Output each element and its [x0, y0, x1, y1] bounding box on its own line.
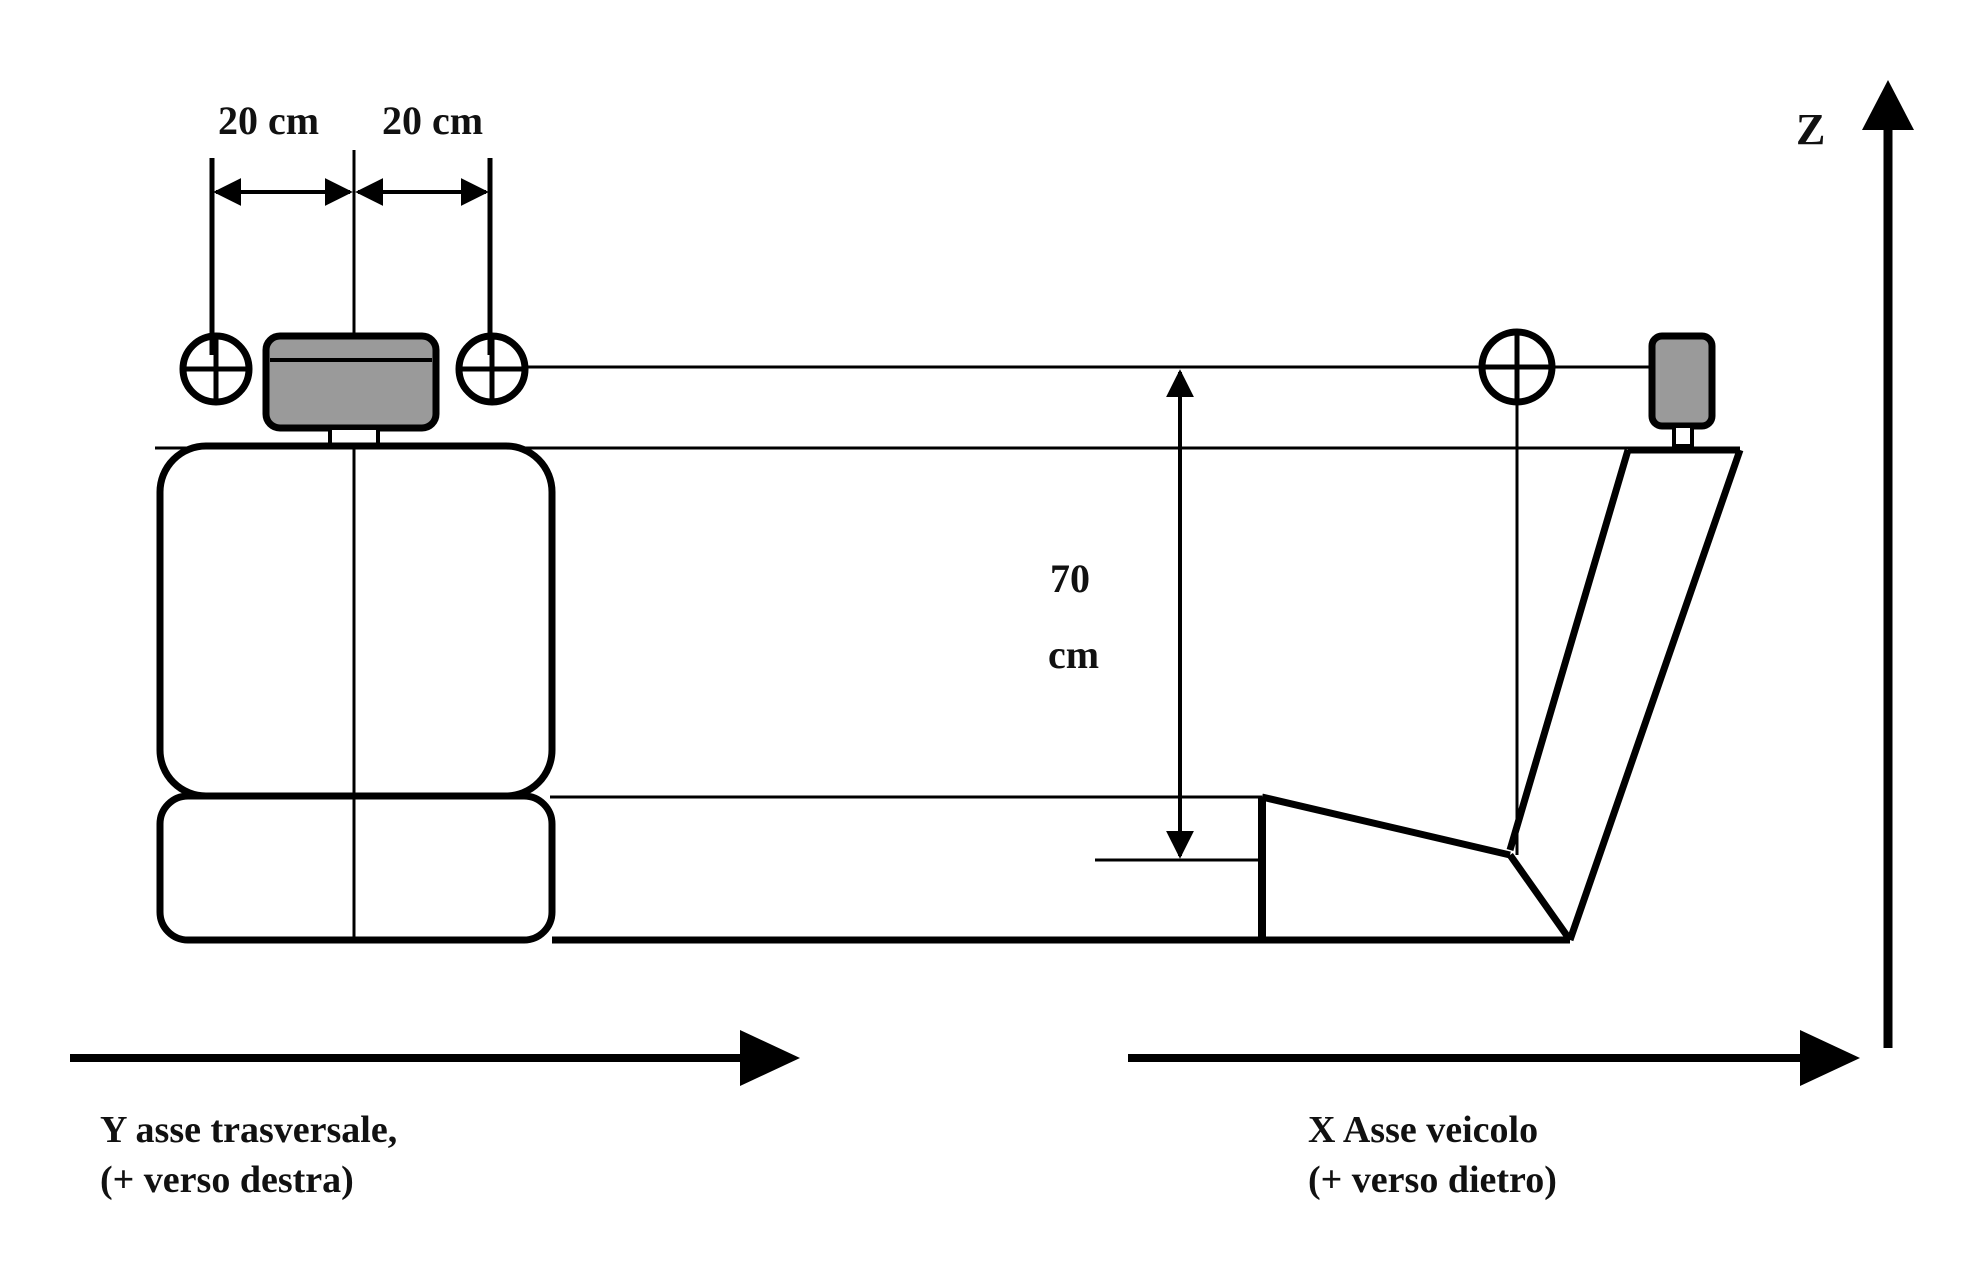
- seat-back-side-inner: [1506, 449, 1632, 851]
- headrest-stem-side: [1672, 424, 1694, 448]
- headrest-device-front: [262, 332, 440, 432]
- headrest-device-side: [1648, 332, 1716, 430]
- height-value-label: 70: [1050, 556, 1090, 601]
- y-axis-label-line2: (+ verso destra): [100, 1159, 354, 1201]
- reference-lines: [155, 365, 1740, 944]
- measure-point-left: [179, 332, 253, 406]
- dim-label-left: 20 cm: [218, 98, 319, 143]
- seat-cushion-front: [156, 792, 556, 944]
- y-axis-label-line1: Y asse trasversale,: [100, 1109, 397, 1151]
- dim-label-right: 20 cm: [382, 98, 483, 143]
- seat-back-side-outer: [1566, 448, 1744, 942]
- y-axis-arrowhead: [740, 1030, 800, 1086]
- axes: [70, 80, 1914, 1086]
- x-axis-arrowhead: [1800, 1030, 1860, 1086]
- z-axis-label: Z: [1796, 105, 1825, 154]
- z-axis-arrowhead: [1862, 80, 1914, 130]
- front-view: [156, 150, 556, 944]
- seat-cushion-side-diag: [1507, 852, 1573, 943]
- seat-back-front: [156, 442, 556, 800]
- measure-point-side: [1478, 328, 1556, 406]
- seat-cushion-side-top: [1261, 793, 1511, 859]
- measure-point-right: [455, 332, 529, 406]
- x-axis-label-line1: X Asse veicolo: [1308, 1109, 1538, 1151]
- x-axis-label-line2: (+ verso dietro): [1308, 1159, 1557, 1201]
- height-unit-label: cm: [1048, 632, 1099, 677]
- side-view: [1258, 328, 1744, 943]
